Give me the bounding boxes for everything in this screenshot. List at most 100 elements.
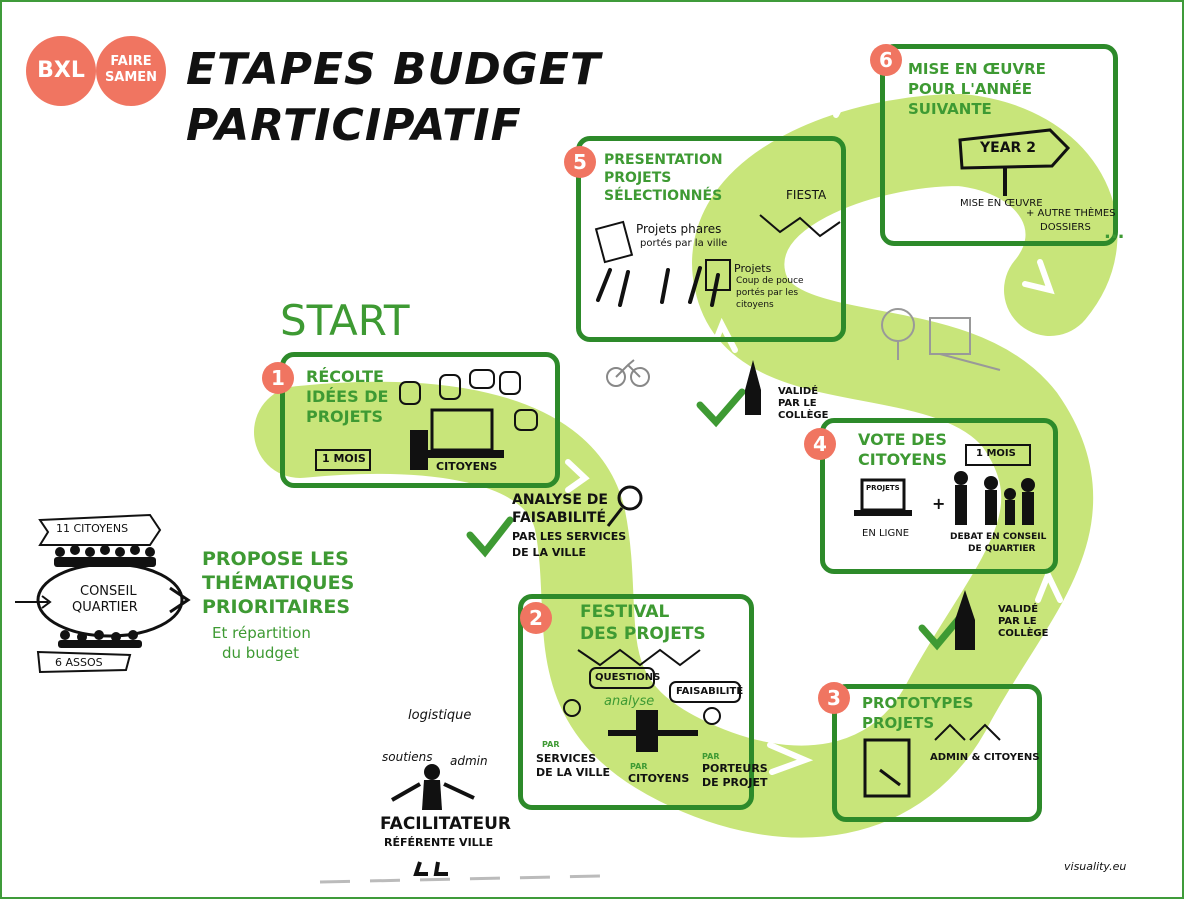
step-4-duration: 1 MOIS <box>976 448 1016 459</box>
propose-line3: PRIORITAIRES <box>202 596 351 618</box>
step-2-porteurs-line1: PORTEURS <box>702 762 768 775</box>
step-1-title-line2: IDÉES DE <box>306 387 389 406</box>
facilitator-soutiens: soutiens <box>382 750 433 764</box>
step-2-citoyens: CITOYENS <box>628 772 690 785</box>
step-5-title-line1: PRESENTATION <box>604 152 723 168</box>
calendar-icon <box>315 449 371 471</box>
step-5-badge: 5 <box>564 146 596 178</box>
arrow-5-to-6 <box>819 87 854 118</box>
step-2-services-line2: DE LA VILLE <box>536 766 610 779</box>
repartition-line1: Et répartition <box>212 624 311 642</box>
step-1-citizens: CITOYENS <box>436 460 498 473</box>
bunting-icon <box>759 214 841 238</box>
facilitator-admin: admin <box>450 754 488 768</box>
bxl-logo: BXL <box>26 36 96 106</box>
speech-bubble-icon <box>499 371 521 395</box>
analysis-line3: PAR LES SERVICES <box>512 530 627 543</box>
step-1-title-line1: RÉCOLTE <box>306 367 384 386</box>
validated-b-line2: PAR LE <box>998 616 1037 627</box>
speech-bubble-icon <box>514 409 538 431</box>
step-3-title-line1: PROTOTYPES <box>862 694 974 712</box>
step-4-debate-line1: DEBAT EN CONSEIL <box>950 532 1047 542</box>
step-6-badge: 6 <box>870 44 902 76</box>
validated-b-line1: VALIDÉ <box>998 604 1039 615</box>
step-6-note-line3: DOSSIERS <box>1040 222 1091 233</box>
step-6-sign: YEAR 2 <box>980 140 1036 156</box>
step-4-box <box>820 418 1058 574</box>
step-6-note-line1: MISE EN ŒUVRE <box>960 198 1043 209</box>
step-5-title-line3: SÉLECTIONNÉS <box>604 188 723 204</box>
step-1-box <box>280 352 560 488</box>
document-icon <box>863 738 911 798</box>
ribbon-icon <box>36 650 132 674</box>
signpost-icon <box>958 128 1071 170</box>
step-4-debate-line2: DE QUARTIER <box>968 544 1036 554</box>
step-6-title-line1: MISE EN ŒUVRE <box>908 60 1046 78</box>
step-4-title-line1: VOTE DES <box>858 430 947 449</box>
validated-b-line3: COLLÈGE <box>998 628 1049 639</box>
associations-group-icon <box>58 630 142 648</box>
signature: visuality.eu <box>1064 860 1127 873</box>
cathedral-icon <box>745 360 761 415</box>
step-2-par-3: PAR <box>702 752 720 761</box>
speech-bubble-icon <box>589 667 655 689</box>
arrow-2-to-3 <box>767 742 814 775</box>
step-4-title-line2: CITOYENS <box>858 450 948 469</box>
step-4-online: EN LIGNE <box>862 528 910 539</box>
step-5-coup-line4: citoyens <box>736 300 774 310</box>
arrow-6-down <box>1022 259 1055 295</box>
citizens-count-label: 11 CITOYENS <box>56 522 129 535</box>
page-title-line2: PARTICIPATIF <box>186 100 522 151</box>
step-2-faisabilite: FAISABILITÉ <box>676 686 744 697</box>
cathedral-icon <box>955 590 975 650</box>
step-6-note-line2: + AUTRE THÈMES <box>1026 208 1116 219</box>
speech-bubble-icon <box>469 369 495 389</box>
propose-line1: PROPOSE LES <box>202 548 349 570</box>
facilitator-subtitle: RÉFÉRENTE VILLE <box>384 836 494 849</box>
step-2-badge: 2 <box>520 602 552 634</box>
check-icon <box>918 611 966 651</box>
step-6-box <box>880 44 1118 246</box>
step-2-title-line1: FESTIVAL <box>580 602 670 622</box>
validated-a-line3: COLLÈGE <box>778 410 829 421</box>
analysis-line1: ANALYSE DE <box>512 492 608 508</box>
step-5-title-line2: PROJETS <box>604 170 672 186</box>
step-5-phares-line2: portés par la ville <box>640 238 728 249</box>
facilitator-figure-icon <box>391 764 475 876</box>
person-silhouette-icon <box>410 430 428 470</box>
faire-samen-line2: SAMEN <box>104 70 158 85</box>
speech-bubble-icon <box>439 374 461 400</box>
step-3-badge: 3 <box>818 682 850 714</box>
magnifier-icon <box>617 485 643 511</box>
arrow-1-to-analysis <box>565 459 590 493</box>
facilitator-logistique: logistique <box>408 708 472 723</box>
step-5-box <box>576 136 846 342</box>
step-4-plus: + <box>932 494 946 513</box>
step-2-porteurs-line2: DE PROJET <box>702 776 768 789</box>
step-3-title-line2: PROJETS <box>862 714 935 732</box>
person-silhouette-icon <box>636 710 658 752</box>
step-2-analyse: analyse <box>604 694 655 709</box>
ribbon-icon <box>38 513 162 546</box>
validated-a-line2: PAR LE <box>778 398 817 409</box>
step-4-badge: 4 <box>804 428 836 460</box>
park-sketch-icon <box>881 308 1001 371</box>
step-5-phares-line1: Projets phares <box>636 222 722 236</box>
step-2-par-2: PAR <box>630 762 648 771</box>
step-2-box <box>518 594 754 810</box>
step-2-par-1: PAR <box>542 740 560 749</box>
people-icon <box>954 471 1035 525</box>
check-icon <box>466 516 514 558</box>
speech-bubble-icon <box>399 381 421 405</box>
step-1-title-line3: PROJETS <box>306 407 383 426</box>
faire-samen-logo: FAIRE SAMEN <box>96 36 166 106</box>
step-5-coup-line1: Projets <box>734 262 772 275</box>
step-2-services-line1: SERVICES <box>536 752 597 765</box>
step-6-title-line2: POUR L'ANNÉE <box>908 80 1033 98</box>
arrow-icon <box>169 586 191 614</box>
people-icon <box>934 723 1001 741</box>
propose-line2: THÉMATIQUES <box>202 572 355 594</box>
council-label-line2: QUARTIER <box>72 600 138 615</box>
repartition-line2: du budget <box>222 644 299 662</box>
